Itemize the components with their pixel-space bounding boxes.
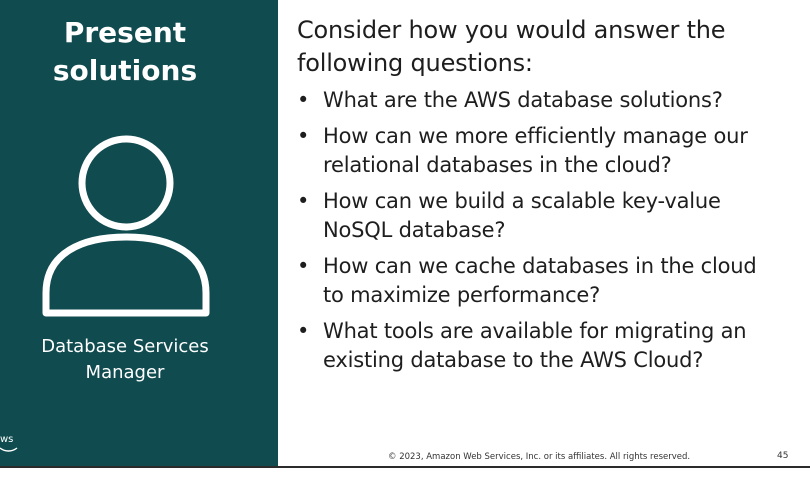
bullet-text: How can we more efficiently manage our r… [323, 122, 807, 180]
bullet-text: What tools are available for migrating a… [323, 317, 807, 375]
list-item: • What are the AWS database solutions? [297, 86, 807, 115]
bullet-line: How can we more efficiently manage our [323, 124, 748, 148]
aws-logo-text: ws [0, 434, 14, 445]
list-item: • How can we cache databases in the clou… [297, 252, 807, 310]
bullet-icon: • [297, 88, 310, 112]
main-content: Consider how you would answer the follow… [297, 14, 807, 382]
page-number: 45 [777, 451, 789, 461]
aws-smile-icon [0, 447, 18, 452]
bullet-text: How can we cache databases in the cloud … [323, 252, 807, 310]
bottom-divider [0, 466, 810, 468]
intro-line-1: Consider how you would answer the [297, 16, 726, 44]
panel-title-line-2: solutions [52, 54, 198, 87]
bullet-line: What are the AWS database solutions? [323, 88, 723, 112]
person-icon [42, 135, 210, 317]
panel-title: Present solutions [0, 14, 250, 90]
bullet-icon: • [297, 319, 310, 343]
intro-line-2: following questions: [297, 49, 533, 77]
panel-title-line-1: Present [63, 16, 187, 49]
bullet-line: How can we cache databases in the cloud [323, 254, 757, 278]
bullet-line: How can we build a scalable key-value [323, 189, 721, 213]
bullet-icon: • [297, 124, 310, 148]
bullet-text: How can we build a scalable key-value No… [323, 187, 807, 245]
role-label-line-2: Manager [85, 362, 165, 383]
bullet-line: relational databases in the cloud? [323, 153, 672, 177]
bullet-line: existing database to the AWS Cloud? [323, 348, 704, 372]
intro-text: Consider how you would answer the follow… [297, 14, 807, 80]
role-label: Database Services Manager [0, 334, 250, 386]
role-label-line-1: Database Services [41, 336, 209, 357]
left-panel: Present solutions Database Services Mana… [0, 0, 278, 467]
bullet-icon: • [297, 254, 310, 278]
footer-copyright: © 2023, Amazon Web Services, Inc. or its… [388, 452, 691, 462]
bullet-line: What tools are available for migrating a… [323, 319, 747, 343]
list-item: • How can we build a scalable key-value … [297, 187, 807, 245]
bullet-icon: • [297, 189, 310, 213]
list-item: • What tools are available for migrating… [297, 317, 807, 375]
aws-logo-icon: ws [0, 434, 20, 462]
list-item: • How can we more efficiently manage our… [297, 122, 807, 180]
question-list: • What are the AWS database solutions? •… [297, 86, 807, 375]
bullet-text: What are the AWS database solutions? [323, 86, 807, 115]
bullet-line: NoSQL database? [323, 218, 506, 242]
bullet-line: to maximize performance? [323, 283, 601, 307]
